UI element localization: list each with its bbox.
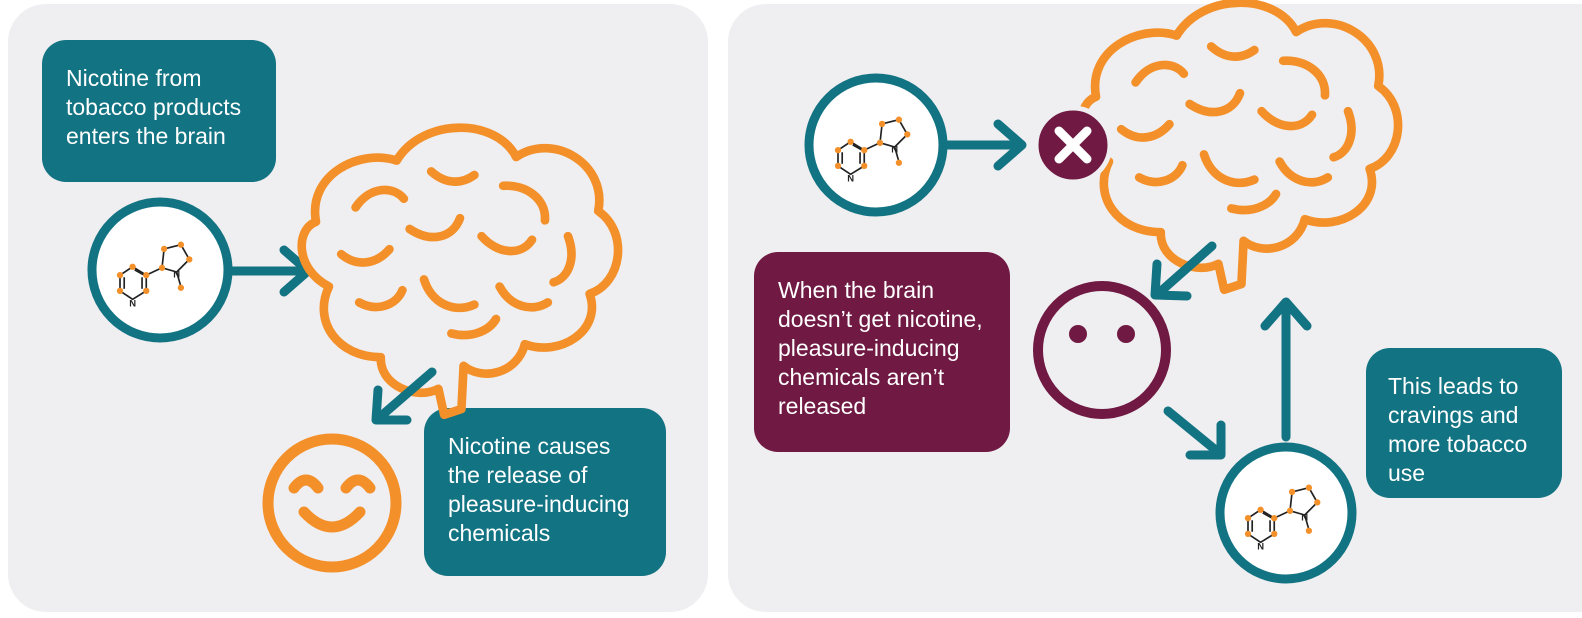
arrow-brain-to-smile	[371, 367, 437, 425]
no-nicotine-box: When the brain doesn’t get nicotine, ple…	[754, 252, 1010, 452]
arrow-face-to-molecule	[1163, 406, 1226, 460]
arrow-molecule-to-brain	[227, 245, 313, 297]
nicotine-release-box: Nicotine causes the release of pleasure-…	[424, 408, 666, 576]
smiling-face-icon	[262, 433, 402, 573]
cravings-text: This leads to cravings and more tobacco …	[1388, 373, 1528, 486]
blocked-x-icon	[1033, 105, 1113, 185]
nicotine-enters-brain-box: Nicotine from tobacco products enters th…	[42, 40, 276, 182]
brain-icon	[302, 128, 618, 415]
arrow-brain-to-face	[1150, 241, 1217, 301]
nicotine-molecule-icon-right	[804, 73, 948, 217]
nicotine-release-text: Nicotine causes the release of pleasure-…	[448, 433, 630, 546]
arrow-molecule-to-brain-up	[1260, 297, 1312, 442]
nicotine-molecule-icon-bottom	[1215, 442, 1357, 584]
cravings-box: This leads to cravings and more tobacco …	[1366, 348, 1562, 498]
arrow-molecule-to-block	[942, 119, 1027, 171]
nicotine-molecule-icon	[87, 197, 233, 343]
no-nicotine-text: When the brain doesn’t get nicotine, ple…	[778, 277, 983, 419]
nicotine-enters-brain-text: Nicotine from tobacco products enters th…	[66, 65, 242, 149]
brain-icon-right	[1082, 3, 1398, 290]
neutral-face-icon	[1033, 281, 1171, 419]
